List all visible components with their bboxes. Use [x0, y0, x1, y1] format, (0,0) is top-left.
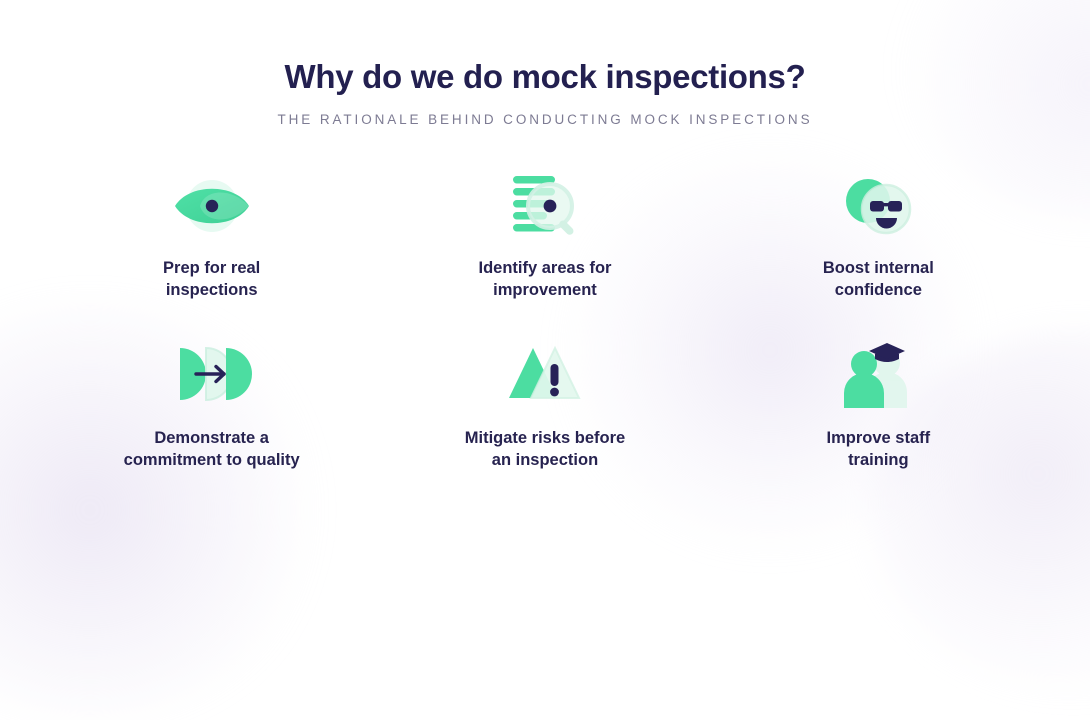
header: Why do we do mock inspections? THE RATIO… [0, 0, 1090, 128]
benefit-item-mitigate-risks: Mitigate risks before an inspection [400, 338, 690, 506]
warning-triangle-icon [497, 338, 593, 410]
benefits-grid: Prep for real inspections [45, 128, 1045, 506]
benefit-label: Mitigate risks before an inspection [464, 429, 626, 470]
infographic-page: Why do we do mock inspections? THE RATIO… [0, 0, 1090, 506]
smiley-sunglasses-icon [830, 170, 926, 242]
benefit-item-prep-for-real-inspections: Prep for real inspections [67, 170, 357, 338]
benefit-item-improve-staff-training: Improve staff training [733, 338, 1023, 506]
document-search-icon [497, 170, 593, 242]
graduate-people-icon [830, 338, 926, 410]
arrow-progress-icon [164, 338, 260, 410]
benefit-item-demonstrate-commitment-to-quality: Demonstrate a commitment to quality [67, 338, 357, 506]
benefit-label: Prep for real inspections [163, 259, 261, 300]
benefit-label: Improve staff training [826, 429, 931, 470]
benefit-item-boost-internal-confidence: Boost internal confidence [733, 170, 1023, 338]
eye-icon [164, 170, 260, 242]
page-title: Why do we do mock inspections? [284, 58, 806, 95]
benefit-label: Demonstrate a commitment to quality [123, 429, 300, 470]
benefit-item-identify-areas-for-improvement: Identify areas for improvement [400, 170, 690, 338]
benefit-label: Identify areas for improvement [478, 259, 612, 300]
benefit-label: Boost internal confidence [822, 259, 934, 300]
page-subtitle: THE RATIONALE BEHIND CONDUCTING MOCK INS… [277, 111, 813, 127]
